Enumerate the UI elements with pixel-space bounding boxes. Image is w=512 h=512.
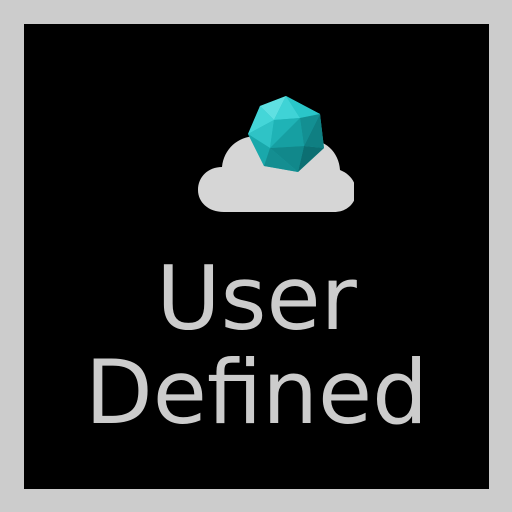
- user-defined-tile[interactable]: User Defined: [24, 24, 489, 489]
- title-line-2: Defined: [84, 341, 429, 444]
- gem-icon: [248, 96, 324, 172]
- tile-title: User Defined: [24, 252, 489, 440]
- cloud-gem-logo: [198, 96, 354, 212]
- title-line-1: User: [156, 247, 357, 350]
